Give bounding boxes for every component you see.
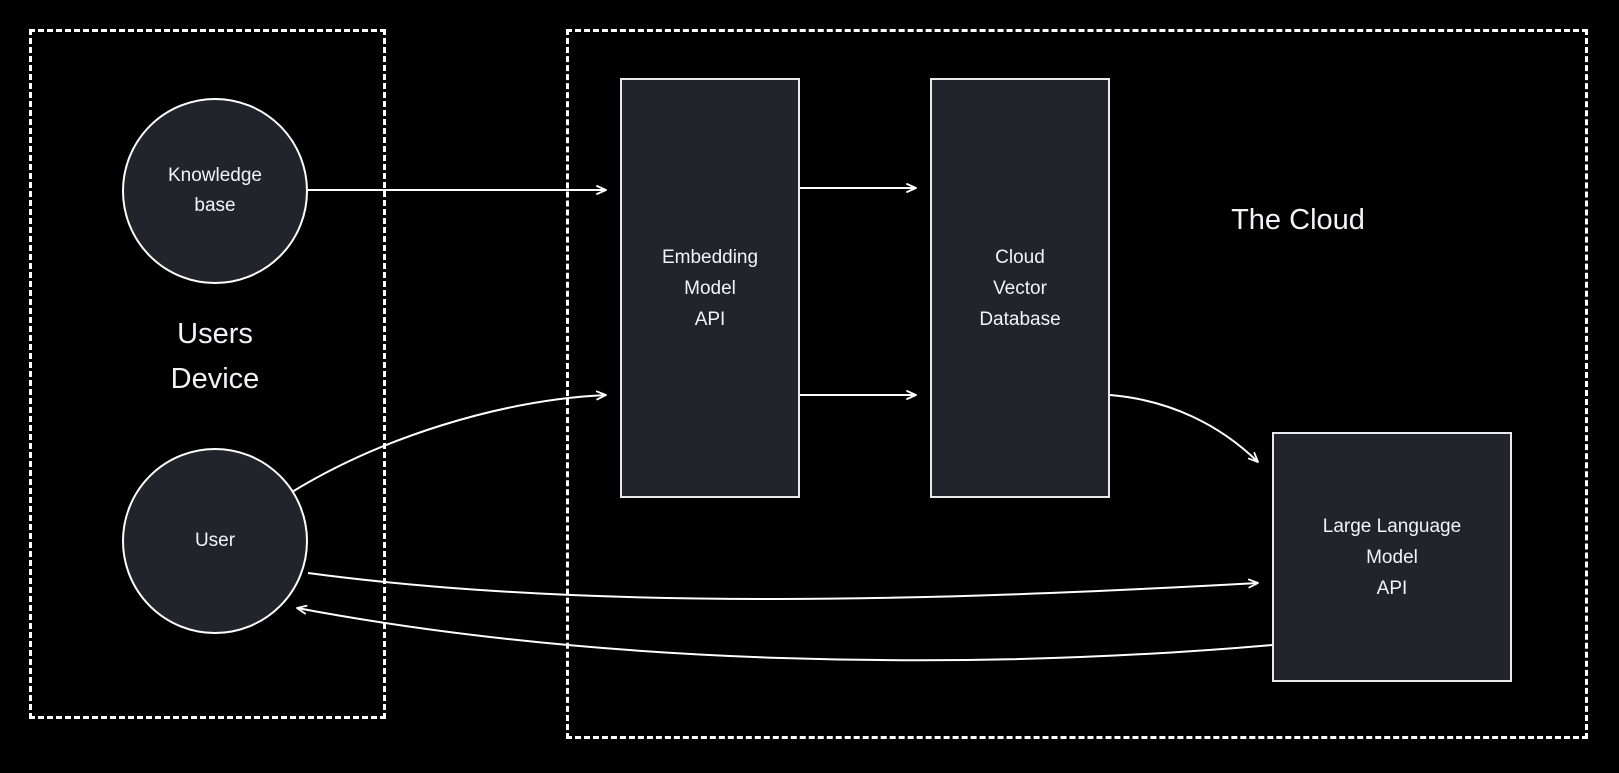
node-large-language-model-api-label: Large Language Model API: [1322, 515, 1462, 599]
node-knowledge-base-label: Knowledge base: [167, 165, 263, 216]
region-label-the-cloud: The Cloud: [1231, 204, 1365, 236]
region-label-users-device: Users Device: [170, 318, 260, 395]
node-embedding-model-api-label: Embedding Model API: [661, 246, 759, 330]
node-large-language-model-api[interactable]: Large Language Model API: [1272, 432, 1512, 682]
node-cloud-vector-database-label: Cloud Vector Database: [979, 246, 1061, 330]
node-user[interactable]: User: [122, 448, 308, 634]
region-users-device: [29, 29, 386, 719]
node-embedding-model-api[interactable]: Embedding Model API: [620, 78, 800, 498]
node-knowledge-base[interactable]: Knowledge base: [122, 98, 308, 284]
node-user-label: User: [194, 530, 236, 551]
node-cloud-vector-database[interactable]: Cloud Vector Database: [930, 78, 1110, 498]
region-the-cloud: [566, 29, 1588, 739]
